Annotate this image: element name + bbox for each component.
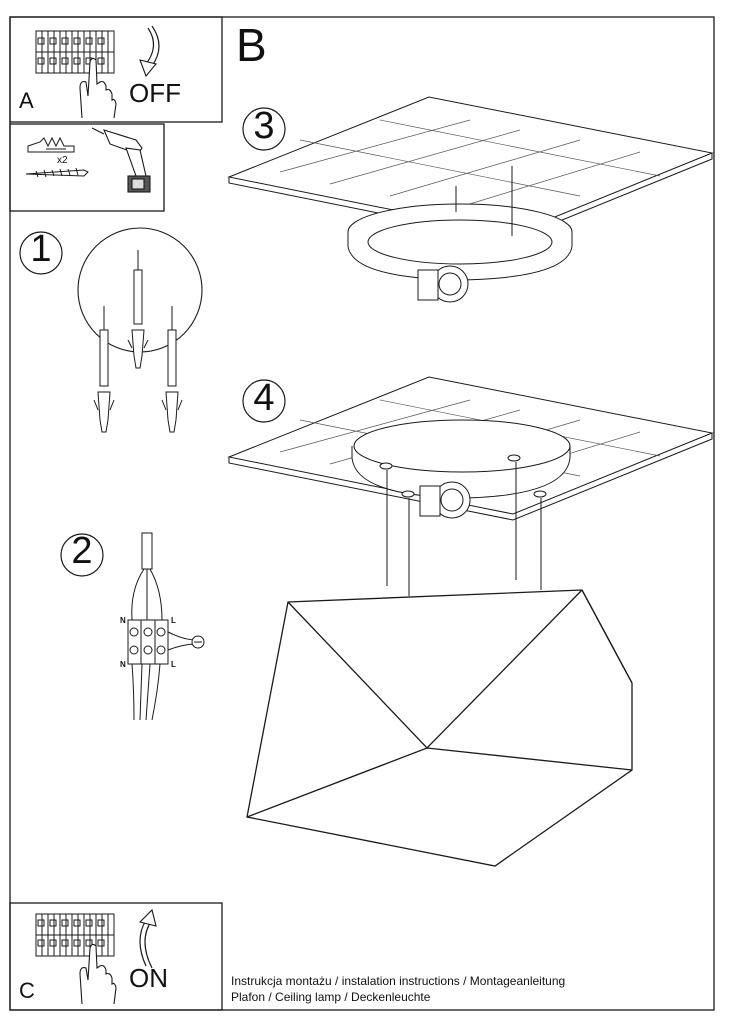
wire-label-n-top: N xyxy=(120,616,126,625)
hand-icon xyxy=(79,57,117,119)
on-label: ON xyxy=(129,963,168,993)
mounting-base-icon xyxy=(347,166,573,303)
step-2-number: 2 xyxy=(71,530,93,572)
panel-b-label: B xyxy=(236,19,267,71)
step-3-badge xyxy=(242,107,286,151)
geometric-lampshade-icon xyxy=(246,589,633,867)
step-4-badge xyxy=(242,379,286,423)
step-1-number: 1 xyxy=(30,228,52,270)
footer-product-type: Plafon / Ceiling lamp / Deckenleuchte xyxy=(231,990,431,1004)
wall-plug-icon xyxy=(27,136,75,153)
step-4-number: 4 xyxy=(253,377,275,419)
step-1-drilling xyxy=(19,227,203,433)
step-2-badge xyxy=(60,533,104,577)
screw-icon xyxy=(25,167,89,178)
suspension-cables xyxy=(386,462,542,596)
wire-label-l-bottom: L xyxy=(171,660,176,669)
wire-label-l-top: L xyxy=(171,616,176,625)
wire-label-n-bottom: N xyxy=(120,660,126,669)
quantity-label: x2 xyxy=(57,155,68,166)
breaker-box-on-icon xyxy=(35,913,115,957)
step-3-mount-base xyxy=(227,96,714,303)
drill-icon xyxy=(91,127,151,193)
footer-instructions-title: Instrukcja montażu / instalation instruc… xyxy=(231,974,566,988)
hand-on-icon xyxy=(79,943,117,1005)
terminal-block-icon xyxy=(127,532,205,721)
step-1-badge xyxy=(19,231,63,275)
panel-a-label: A xyxy=(19,88,34,113)
step-4-attach-shade xyxy=(227,376,714,867)
anchor-screw-right-icon xyxy=(161,306,183,433)
step-3-number: 3 xyxy=(253,105,275,147)
switch-off-arrow-icon xyxy=(145,27,155,65)
panel-c-breaker-on xyxy=(9,902,223,1011)
anchor-screw-center-icon xyxy=(127,250,149,369)
outer-frame xyxy=(9,16,715,1011)
anchor-screw-left-icon xyxy=(93,306,115,433)
tools-panel xyxy=(9,123,165,212)
breaker-box-icon xyxy=(35,30,115,74)
panel-a-breaker-off xyxy=(9,16,223,123)
step-2-wiring xyxy=(60,532,205,721)
panel-c-label: C xyxy=(19,978,35,1003)
off-label: OFF xyxy=(129,78,181,108)
